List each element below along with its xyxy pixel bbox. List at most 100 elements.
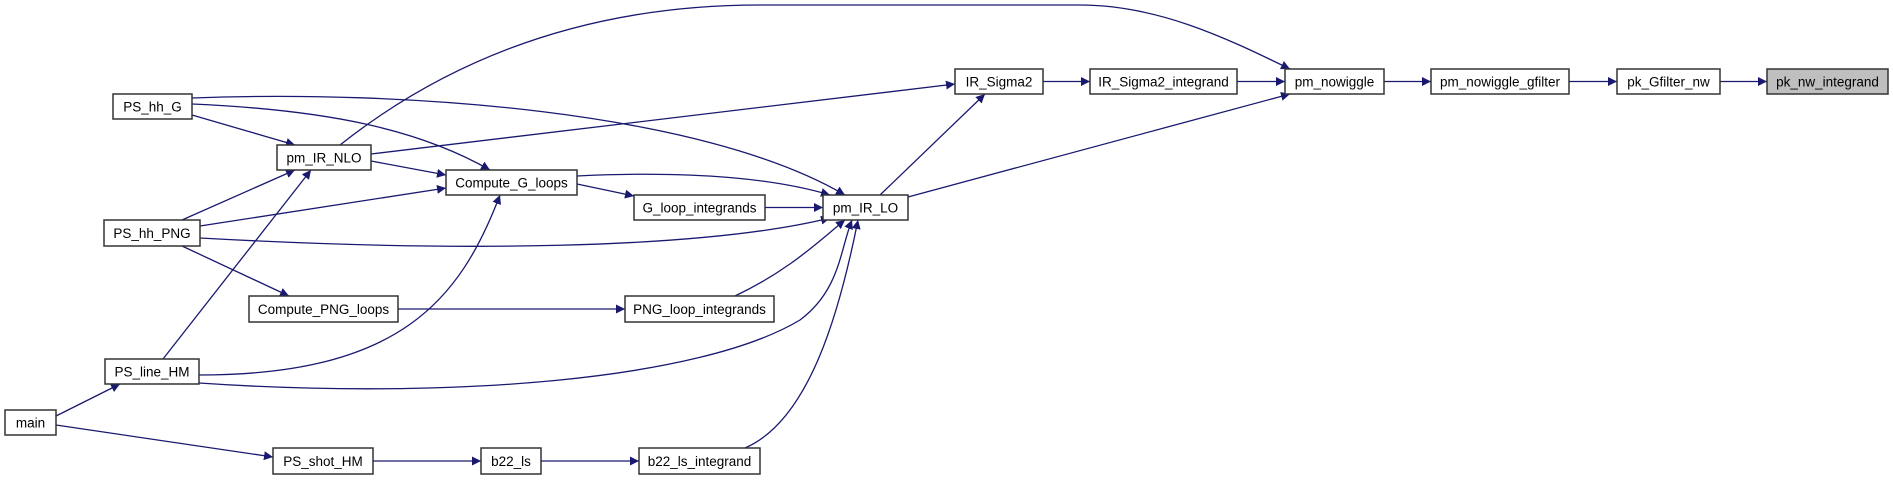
node-IR_Sigma2[interactable]: IR_Sigma2 bbox=[954, 68, 1044, 95]
node-box[interactable] bbox=[445, 169, 578, 196]
nodes-layer: pk_nw_integrand pk_Gfilter_nw pm_nowiggle_… bbox=[4, 68, 1889, 475]
node-pk_Gfilter_nw[interactable]: pk_Gfilter_nw bbox=[1616, 68, 1721, 95]
edge-Compute_G_loops-to-G_loop_integrands bbox=[576, 183, 635, 199]
node-box[interactable] bbox=[633, 194, 766, 221]
edge-line bbox=[744, 219, 861, 449]
edge-line bbox=[339, 4, 1291, 146]
edge-pm_IR_LO-to-pm_nowiggle bbox=[907, 91, 1291, 198]
node-label: pm_nowiggle bbox=[1295, 75, 1375, 90]
node-label: Compute_G_loops bbox=[455, 176, 568, 191]
edge-Compute_G_loops-to-pm_IR_LO bbox=[576, 173, 831, 197]
node-PNG_loop_integrands[interactable]: PNG_loop_integrands bbox=[624, 295, 775, 323]
node-b22_ls_integrand[interactable]: b22_ls_integrand bbox=[638, 447, 761, 475]
node-pm_nowiggle[interactable]: pm_nowiggle bbox=[1284, 68, 1385, 95]
edges-layer bbox=[55, 4, 1767, 466]
edge-PS_hh_PNG-to-Compute_PNG_loops bbox=[181, 245, 290, 297]
edge-PS_hh_G-to-pm_IR_NLO bbox=[191, 114, 296, 147]
node-label: IR_Sigma2 bbox=[966, 75, 1033, 90]
node-IR_Sigma2_integrand[interactable]: IR_Sigma2_integrand bbox=[1089, 68, 1238, 95]
edge-line bbox=[181, 245, 290, 297]
node-box[interactable] bbox=[1766, 68, 1889, 95]
node-label: Compute_PNG_loops bbox=[258, 302, 390, 317]
edge-line bbox=[199, 184, 447, 227]
edge-line bbox=[181, 169, 296, 221]
edge-pm_IR_NLO-to-pm_nowiggle bbox=[339, 4, 1291, 146]
node-box[interactable] bbox=[638, 447, 761, 475]
edge-line bbox=[55, 424, 274, 461]
node-box[interactable] bbox=[4, 409, 57, 436]
edge-PS_hh_G-to-pm_IR_LO bbox=[191, 95, 846, 196]
node-box[interactable] bbox=[1430, 68, 1570, 95]
node-label: PS_shot_HM bbox=[283, 454, 363, 469]
node-box[interactable] bbox=[480, 447, 542, 475]
edge-PS_hh_PNG-to-pm_IR_NLO bbox=[181, 169, 296, 221]
node-PS_shot_HM[interactable]: PS_shot_HM bbox=[272, 447, 374, 475]
edge-pm_IR_NLO-to-IR_Sigma2 bbox=[370, 80, 956, 155]
node-box[interactable] bbox=[104, 358, 200, 385]
node-box[interactable] bbox=[248, 295, 399, 323]
edge-line bbox=[191, 95, 846, 196]
node-box[interactable] bbox=[954, 68, 1044, 95]
node-Compute_G_loops[interactable]: Compute_G_loops bbox=[445, 169, 578, 196]
node-label: pk_nw_integrand bbox=[1776, 75, 1879, 90]
node-label: pm_IR_LO bbox=[833, 201, 898, 216]
node-b22_ls[interactable]: b22_ls bbox=[480, 447, 542, 475]
edge-line bbox=[370, 80, 956, 155]
edge-line bbox=[198, 219, 853, 390]
edge-line bbox=[734, 219, 846, 297]
edge-main-to-PS_shot_HM bbox=[55, 424, 274, 461]
node-label: IR_Sigma2_integrand bbox=[1098, 75, 1229, 90]
node-label: PNG_loop_integrands bbox=[633, 302, 766, 317]
edge-line bbox=[907, 91, 1291, 198]
edge-line bbox=[55, 383, 121, 417]
node-pm_IR_NLO[interactable]: pm_IR_NLO bbox=[276, 144, 372, 171]
edge-line bbox=[370, 160, 447, 178]
edge-PS_hh_PNG-to-Compute_G_loops bbox=[199, 184, 447, 227]
node-label: b22_ls_integrand bbox=[648, 454, 752, 469]
edge-PS_hh_G-to-Compute_G_loops bbox=[191, 103, 491, 171]
edge-b22_ls_integrand-to-pm_IR_LO bbox=[744, 219, 861, 449]
node-PS_hh_PNG[interactable]: PS_hh_PNG bbox=[103, 219, 201, 247]
node-PS_line_HM[interactable]: PS_line_HM bbox=[104, 358, 200, 385]
edge-pm_IR_LO-to-IR_Sigma2 bbox=[879, 93, 986, 196]
node-box[interactable] bbox=[1616, 68, 1721, 95]
edge-pm_IR_NLO-to-Compute_G_loops bbox=[370, 160, 447, 178]
node-box[interactable] bbox=[1284, 68, 1385, 95]
node-box[interactable] bbox=[272, 447, 374, 475]
node-box[interactable] bbox=[822, 194, 909, 221]
node-box[interactable] bbox=[624, 295, 775, 323]
edge-PS_hh_PNG-to-pm_IR_LO bbox=[199, 215, 831, 247]
edge-line bbox=[191, 103, 491, 171]
node-pm_nowiggle_gfilter[interactable]: pm_nowiggle_gfilter bbox=[1430, 68, 1570, 95]
node-Compute_PNG_loops[interactable]: Compute_PNG_loops bbox=[248, 295, 399, 323]
node-label: pm_IR_NLO bbox=[286, 151, 361, 166]
node-box[interactable] bbox=[103, 219, 201, 247]
node-label: G_loop_integrands bbox=[642, 201, 756, 216]
node-pm_IR_LO[interactable]: pm_IR_LO bbox=[822, 194, 909, 221]
edge-line bbox=[879, 93, 986, 196]
node-label: PS_hh_PNG bbox=[113, 226, 190, 241]
node-PS_hh_G[interactable]: PS_hh_G bbox=[112, 93, 193, 120]
edge-line bbox=[576, 173, 831, 197]
edge-line bbox=[576, 183, 635, 199]
edge-PNG_loop_integrands-to-pm_IR_LO bbox=[734, 219, 846, 297]
node-box[interactable] bbox=[276, 144, 372, 171]
edge-line bbox=[199, 215, 831, 247]
edge-line bbox=[198, 194, 501, 376]
node-label: pm_nowiggle_gfilter bbox=[1440, 75, 1561, 90]
edge-PS_line_HM-to-Compute_G_loops bbox=[198, 194, 501, 376]
edge-PS_line_HM-to-pm_IR_LO bbox=[198, 219, 853, 390]
node-pk_nw_integrand[interactable]: pk_nw_integrand bbox=[1766, 68, 1889, 95]
edge-PS_line_HM-to-pm_IR_NLO bbox=[162, 169, 312, 360]
node-box[interactable] bbox=[112, 93, 193, 120]
node-label: PS_hh_G bbox=[123, 100, 182, 115]
edge-line bbox=[162, 169, 312, 360]
node-label: b22_ls bbox=[491, 454, 531, 469]
node-label: pk_Gfilter_nw bbox=[1627, 75, 1710, 90]
node-main[interactable]: main bbox=[4, 409, 57, 436]
node-G_loop_integrands[interactable]: G_loop_integrands bbox=[633, 194, 766, 221]
node-label: PS_line_HM bbox=[114, 365, 189, 380]
edge-main-to-PS_line_HM bbox=[55, 383, 121, 417]
node-box[interactable] bbox=[1089, 68, 1238, 95]
